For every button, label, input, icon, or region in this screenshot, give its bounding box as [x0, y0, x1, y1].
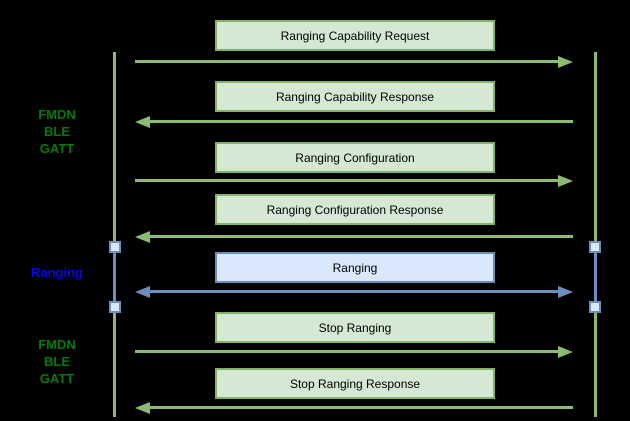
arrowhead-left-icon: [135, 286, 150, 298]
arrow-right-ranging-configuration: [135, 175, 573, 187]
arrow-left-ranging-capability-response: [135, 116, 573, 128]
activation-segment-right: [594, 247, 597, 307]
arrow-line: [135, 350, 561, 353]
activation-segment-left: [113, 247, 116, 307]
lifeline-left: [113, 52, 116, 417]
arrowhead-right-icon: [558, 175, 573, 187]
activation-marker-left-top: [109, 241, 121, 253]
arrow-left-ranging-configuration-response: [135, 231, 573, 243]
arrow-line: [147, 120, 573, 123]
arrow-line: [135, 179, 561, 182]
message-box-stop-ranging-response: Stop Ranging Response: [215, 368, 495, 399]
activation-marker-right-bottom: [589, 301, 601, 313]
arrowhead-right-icon: [558, 286, 573, 298]
arrow-line: [147, 290, 561, 293]
arrowhead-left-icon: [135, 402, 150, 414]
message-box-stop-ranging: Stop Ranging: [215, 312, 495, 343]
arrowhead-left-icon: [135, 116, 150, 128]
arrowhead-left-icon: [135, 231, 150, 243]
arrow-line: [147, 406, 573, 409]
activation-marker-right-top: [589, 241, 601, 253]
arrowhead-right-icon: [558, 346, 573, 358]
message-box-ranging-configuration: Ranging Configuration: [215, 142, 495, 173]
arrow-right-stop-ranging: [135, 346, 573, 358]
message-box-ranging: Ranging: [215, 252, 495, 283]
activation-marker-left-bottom: [109, 301, 121, 313]
arrow-right-ranging-capability-request: [135, 56, 573, 68]
arrow-bidirectional-ranging: [135, 286, 573, 298]
arrow-line: [147, 235, 573, 238]
message-box-ranging-capability-response: Ranging Capability Response: [215, 81, 495, 112]
arrow-left-stop-ranging-response: [135, 402, 573, 414]
phase-label-fmdn-ble-gatt-top: FMDN BLE GATT: [38, 107, 76, 156]
phase-label-ranging: Ranging: [31, 265, 83, 280]
lifeline-right: [594, 52, 597, 417]
phase-label-fmdn-ble-gatt-bottom: FMDN BLE GATT: [38, 337, 76, 386]
message-box-ranging-capability-request: Ranging Capability Request: [215, 20, 495, 51]
message-box-ranging-configuration-response: Ranging Configuration Response: [215, 194, 495, 225]
arrowhead-right-icon: [558, 56, 573, 68]
arrow-line: [135, 60, 561, 63]
